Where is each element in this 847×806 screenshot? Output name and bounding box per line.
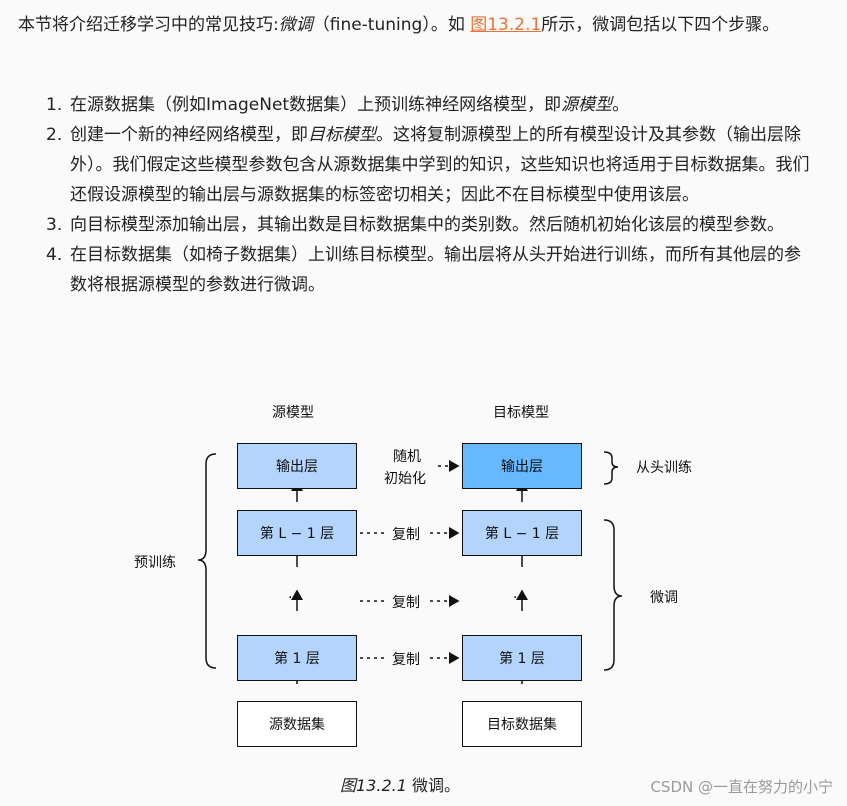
step-emphasis: 源模型 [561, 95, 613, 115]
figure-caption: 图13.2.1 微调。 [0, 772, 800, 796]
train-from-scratch-label: 从头训练 [636, 460, 692, 476]
source-output-layer: 输出层 [237, 443, 357, 489]
target-layer-last: 第 L − 1 层 [462, 510, 582, 556]
target-layer-first: 第 1 层 [462, 635, 582, 681]
intro-term: 微调 [278, 15, 313, 35]
source-model-title: 源模型 [272, 405, 314, 421]
step-number: 1. [46, 95, 63, 115]
step-number: 3. [46, 215, 63, 235]
scratch-brace [603, 451, 619, 485]
step-text: 在目标数据集（如椅子数据集）上训练目标模型。输出层将从头开始进行训练，而所有其他… [70, 245, 801, 295]
caption-figure-number: 图13.2.1 [340, 776, 407, 795]
target-output-layer: 输出层 [462, 443, 582, 489]
intro-paragraph: 本节将介绍迁移学习中的常见技巧:微调（fine-tuning）。如 图13.2.… [18, 10, 818, 40]
step-item: 3. 向目标模型添加输出层，其输出数是目标数据集中的类别数。然后随机初始化该层的模… [46, 210, 816, 240]
pretrain-label: 预训练 [134, 555, 176, 571]
copy-label: 复制 [392, 652, 420, 668]
copy-label: 复制 [392, 595, 420, 611]
target-ellipsis: ··· [513, 590, 527, 606]
step-text-end: 。这将复制源模型上的所有模型设计及其参数（输出层除外）。我们假定这些模型参数包含… [70, 125, 810, 205]
finetune-brace [603, 519, 623, 671]
step-item: 2. 创建一个新的神经网络模型，即目标模型。这将复制源模型上的所有模型设计及其参数… [46, 120, 816, 210]
step-item: 4. 在目标数据集（如椅子数据集）上训练目标模型。输出层将从头开始进行训练，而所有… [46, 240, 816, 300]
intro-prefix: 本节将介绍迁移学习中的常见技巧: [18, 15, 279, 35]
target-model-title: 目标模型 [493, 405, 549, 421]
csdn-watermark: CSDN @一直在努力的小宁 [650, 778, 833, 796]
pretrain-brace [197, 453, 217, 669]
finetune-label: 微调 [650, 590, 678, 606]
source-layer-last: 第 L − 1 层 [237, 510, 357, 556]
source-dataset: 源数据集 [237, 701, 357, 747]
step-text: 创建一个新的神经网络模型，即 [70, 125, 308, 145]
step-text: 在源数据集（例如ImageNet数据集）上预训练神经网络模型，即 [70, 95, 562, 115]
steps-list: 1. 在源数据集（例如ImageNet数据集）上预训练神经网络模型，即源模型。 2… [46, 90, 816, 300]
fine-tuning-diagram: 源模型 目标模型 输出层 第 L − 1 层 ··· 第 1 层 源数据集 输出… [0, 390, 847, 806]
caption-text: 微调。 [406, 776, 460, 795]
step-text-end: 。 [612, 95, 630, 115]
intro-paren: （fine-tuning）。如 [312, 15, 471, 35]
source-layer-first: 第 1 层 [237, 635, 357, 681]
random-init-label-2: 初始化 [384, 471, 426, 487]
step-number: 2. [46, 125, 63, 145]
intro-suffix: 所示，微调包括以下四个步骤。 [541, 15, 780, 35]
step-number: 4. [46, 245, 63, 265]
source-ellipsis: ··· [288, 590, 302, 606]
copy-label: 复制 [392, 527, 420, 543]
step-emphasis: 目标模型 [308, 125, 376, 145]
figure-link[interactable]: 图13.2.1 [470, 15, 542, 35]
step-item: 1. 在源数据集（例如ImageNet数据集）上预训练神经网络模型，即源模型。 [46, 90, 816, 120]
target-dataset: 目标数据集 [462, 701, 582, 747]
step-text: 向目标模型添加输出层，其输出数是目标数据集中的类别数。然后随机初始化该层的模型参… [70, 215, 784, 235]
diagram-connectors [197, 451, 623, 684]
random-init-label-1: 随机 [393, 449, 421, 465]
